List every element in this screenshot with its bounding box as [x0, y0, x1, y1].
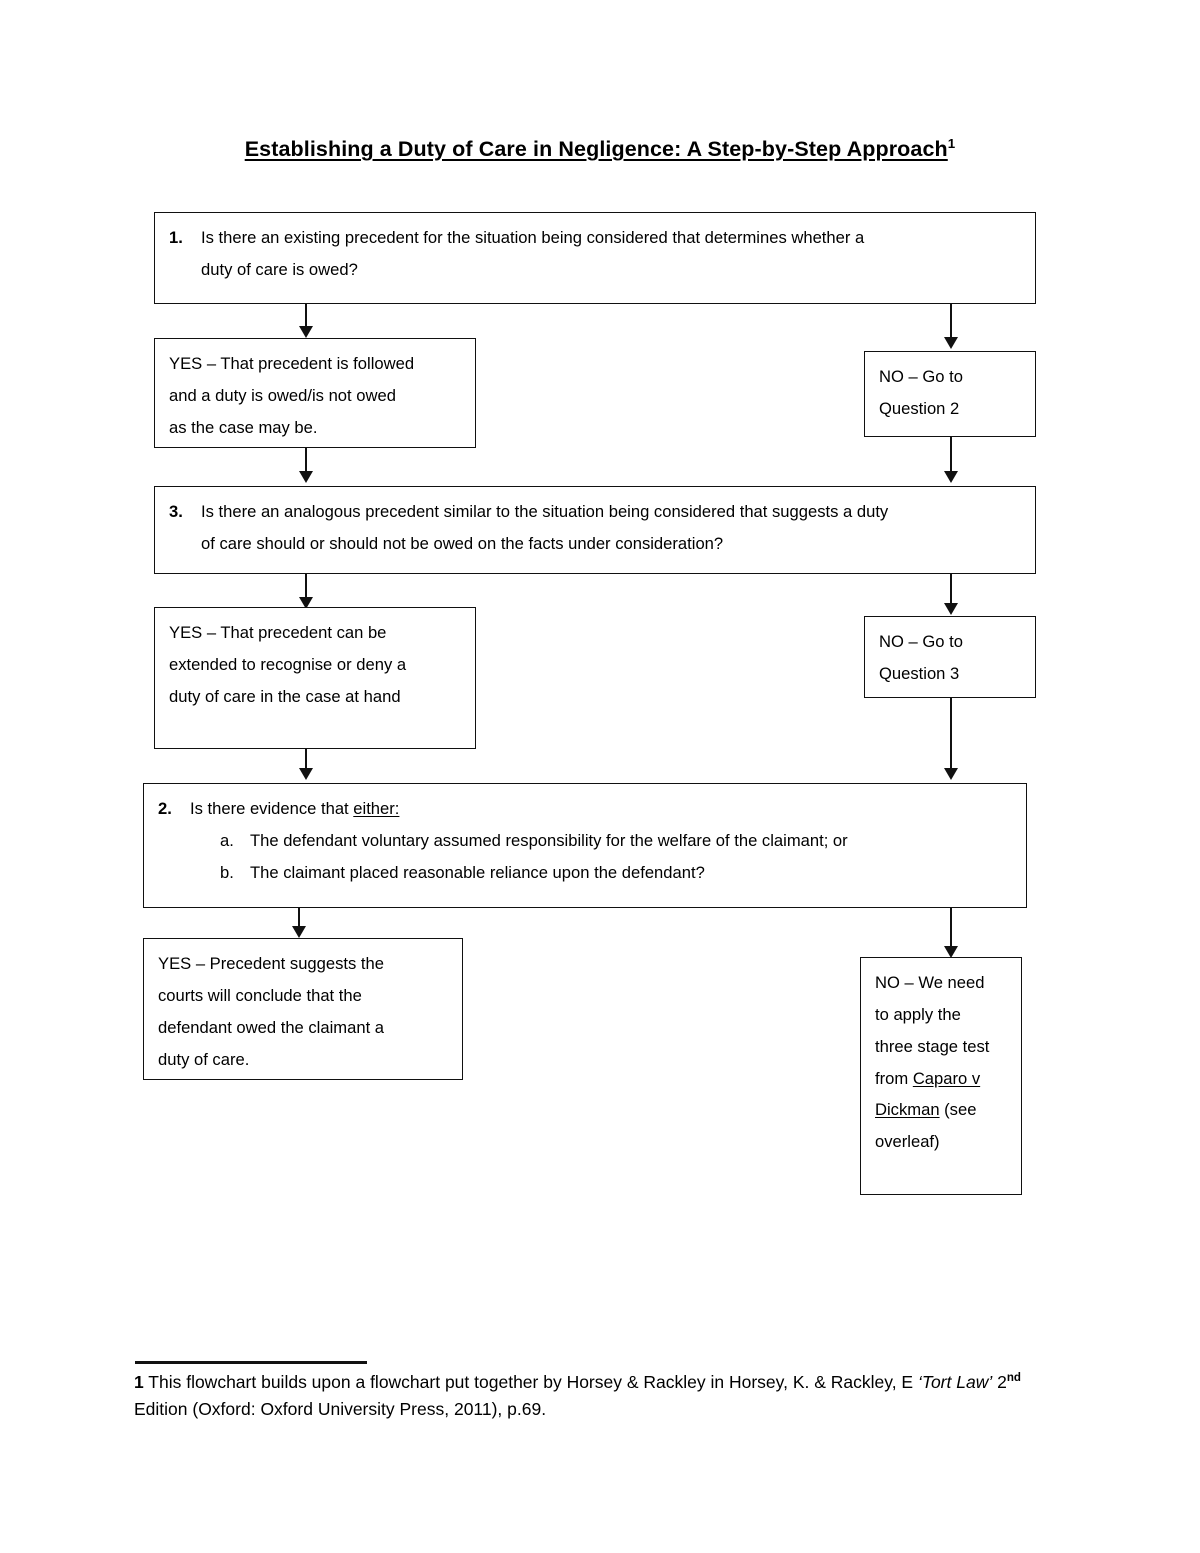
q2-no-line-3: three stage test — [875, 1036, 990, 1056]
item-b-text: The claimant placed reasonable reliance … — [250, 862, 705, 882]
item-a-text: The defendant voluntary assumed responsi… — [250, 830, 848, 850]
arrowhead-q3-to-yes — [298, 597, 313, 609]
connector-q1-to-no — [950, 304, 952, 340]
connector-q3-to-no — [950, 574, 952, 610]
footnote: 1 This flowchart builds upon a flowchart… — [134, 1369, 1074, 1422]
question-1-line-1: 1. Is there an existing precedent for th… — [169, 222, 1021, 254]
arrowhead-q3-to-no — [943, 603, 958, 615]
q3-yes-line-1: YES – That precedent can be — [169, 623, 387, 642]
question-2-stem: 2. Is there evidence that either: — [158, 793, 1012, 825]
footnote-edition-suffix: nd — [1006, 1372, 1021, 1385]
question-1-line-2: duty of care is owed? — [201, 259, 358, 279]
q3-no-line-2: Question 3 — [879, 663, 960, 683]
question-2-number: 2. — [158, 799, 172, 818]
footnote-book-title: ‘Tort Law’ — [917, 1372, 993, 1392]
connector-q3no-to-q2 — [950, 698, 952, 773]
connector-q2-to-no — [950, 908, 952, 952]
page-title: Establishing a Duty of Care in Negligenc… — [0, 136, 1200, 162]
question-3-line-2: of care should or should not be owed on … — [201, 533, 724, 553]
q2-no-line-6: overleaf) — [875, 1132, 940, 1152]
either-underlined: either: — [353, 799, 400, 818]
question-3-no-box: NO – Go to Question 3 — [864, 616, 1036, 698]
q2-no-line-5: Dickman (see — [875, 1100, 977, 1120]
question-2-no-box: NO – We need to apply the three stage te… — [860, 957, 1022, 1195]
q3-yes-line-2: extended to recognise or deny a — [169, 654, 407, 674]
q2-no-line-2: to apply the — [875, 1004, 961, 1024]
connector-q1-to-yes — [305, 304, 307, 334]
arrowhead-q1-to-yes — [298, 326, 313, 338]
connector-q1yes-to-q3 — [305, 448, 307, 477]
arrowhead-q2-to-yes — [291, 926, 306, 938]
q1-no-line-1: NO – Go to — [879, 367, 963, 386]
connector-q2-to-yes — [298, 908, 300, 931]
question-3-number: 3. — [169, 502, 183, 521]
question-2-yes-box: YES – Precedent suggests the courts will… — [143, 938, 463, 1080]
caparo-case-name-part2: Dickman — [875, 1100, 940, 1120]
question-2-item-b: b. The claimant placed reasonable relian… — [220, 857, 1012, 889]
footnote-separator-rule — [135, 1361, 367, 1364]
q2-no-line-1: NO – We need — [875, 973, 985, 992]
page-title-text: Establishing a Duty of Care in Negligenc… — [244, 137, 948, 162]
arrowhead-q3yes-to-q2 — [298, 768, 313, 780]
q3-no-line-1: NO – Go to — [879, 632, 963, 651]
q2-yes-line-4: duty of care. — [158, 1049, 250, 1069]
arrowhead-q1-to-no — [943, 337, 958, 349]
question-3-line-1: 3. Is there an analogous precedent simil… — [169, 496, 1021, 528]
question-1-number: 1. — [169, 228, 183, 247]
connector-q3-to-yes — [305, 574, 307, 603]
q2-yes-line-2: courts will conclude that the — [158, 985, 362, 1005]
arrowhead-q1yes-to-q3 — [298, 471, 313, 483]
arrowhead-q3no-to-q2 — [943, 768, 958, 780]
title-footnote-marker: 1 — [947, 136, 956, 151]
item-a-letter: a. — [220, 830, 234, 850]
caparo-case-name-part1: Caparo v — [912, 1068, 981, 1088]
question-2-item-a: a. The defendant voluntary assumed respo… — [220, 825, 1012, 857]
q3-yes-line-3: duty of care in the case at hand — [169, 686, 401, 706]
arrowhead-q2-to-no — [943, 946, 958, 958]
question-3-yes-box: YES – That precedent can be extended to … — [154, 607, 476, 749]
question-3-box: 3. Is there an analogous precedent simil… — [154, 486, 1036, 574]
q2-yes-line-1: YES – Precedent suggests the — [158, 954, 385, 973]
connector-q3yes-to-q2 — [305, 749, 307, 773]
question-2-box: 2. Is there evidence that either: a. The… — [143, 783, 1027, 908]
footnote-edition-number: 2 — [992, 1372, 1007, 1392]
question-2-stem-text: Is there evidence that either: — [190, 799, 400, 818]
connector-q1no-to-q3 — [950, 437, 952, 477]
q2-no-line-4: from Caparo v — [875, 1068, 981, 1088]
question-1-no-box: NO – Go to Question 2 — [864, 351, 1036, 437]
question-1-yes-box: YES – That precedent is followed and a d… — [154, 338, 476, 448]
q1-yes-line-1: YES – That precedent is followed — [169, 354, 415, 373]
q2-yes-line-3: defendant owed the claimant a — [158, 1017, 385, 1037]
q1-yes-line-3: as the case may be. — [169, 417, 318, 437]
q1-no-line-2: Question 2 — [879, 398, 960, 418]
question-1-box: 1. Is there an existing precedent for th… — [154, 212, 1036, 304]
item-b-letter: b. — [220, 862, 234, 882]
q1-yes-line-2: and a duty is owed/is not owed — [169, 385, 396, 405]
arrowhead-q1no-to-q3 — [943, 471, 958, 483]
footnote-part-1: This flowchart builds upon a flowchart p… — [143, 1372, 918, 1392]
footnote-marker: 1 — [134, 1372, 144, 1392]
footnote-part-3: Edition (Oxford: Oxford University Press… — [134, 1398, 547, 1419]
